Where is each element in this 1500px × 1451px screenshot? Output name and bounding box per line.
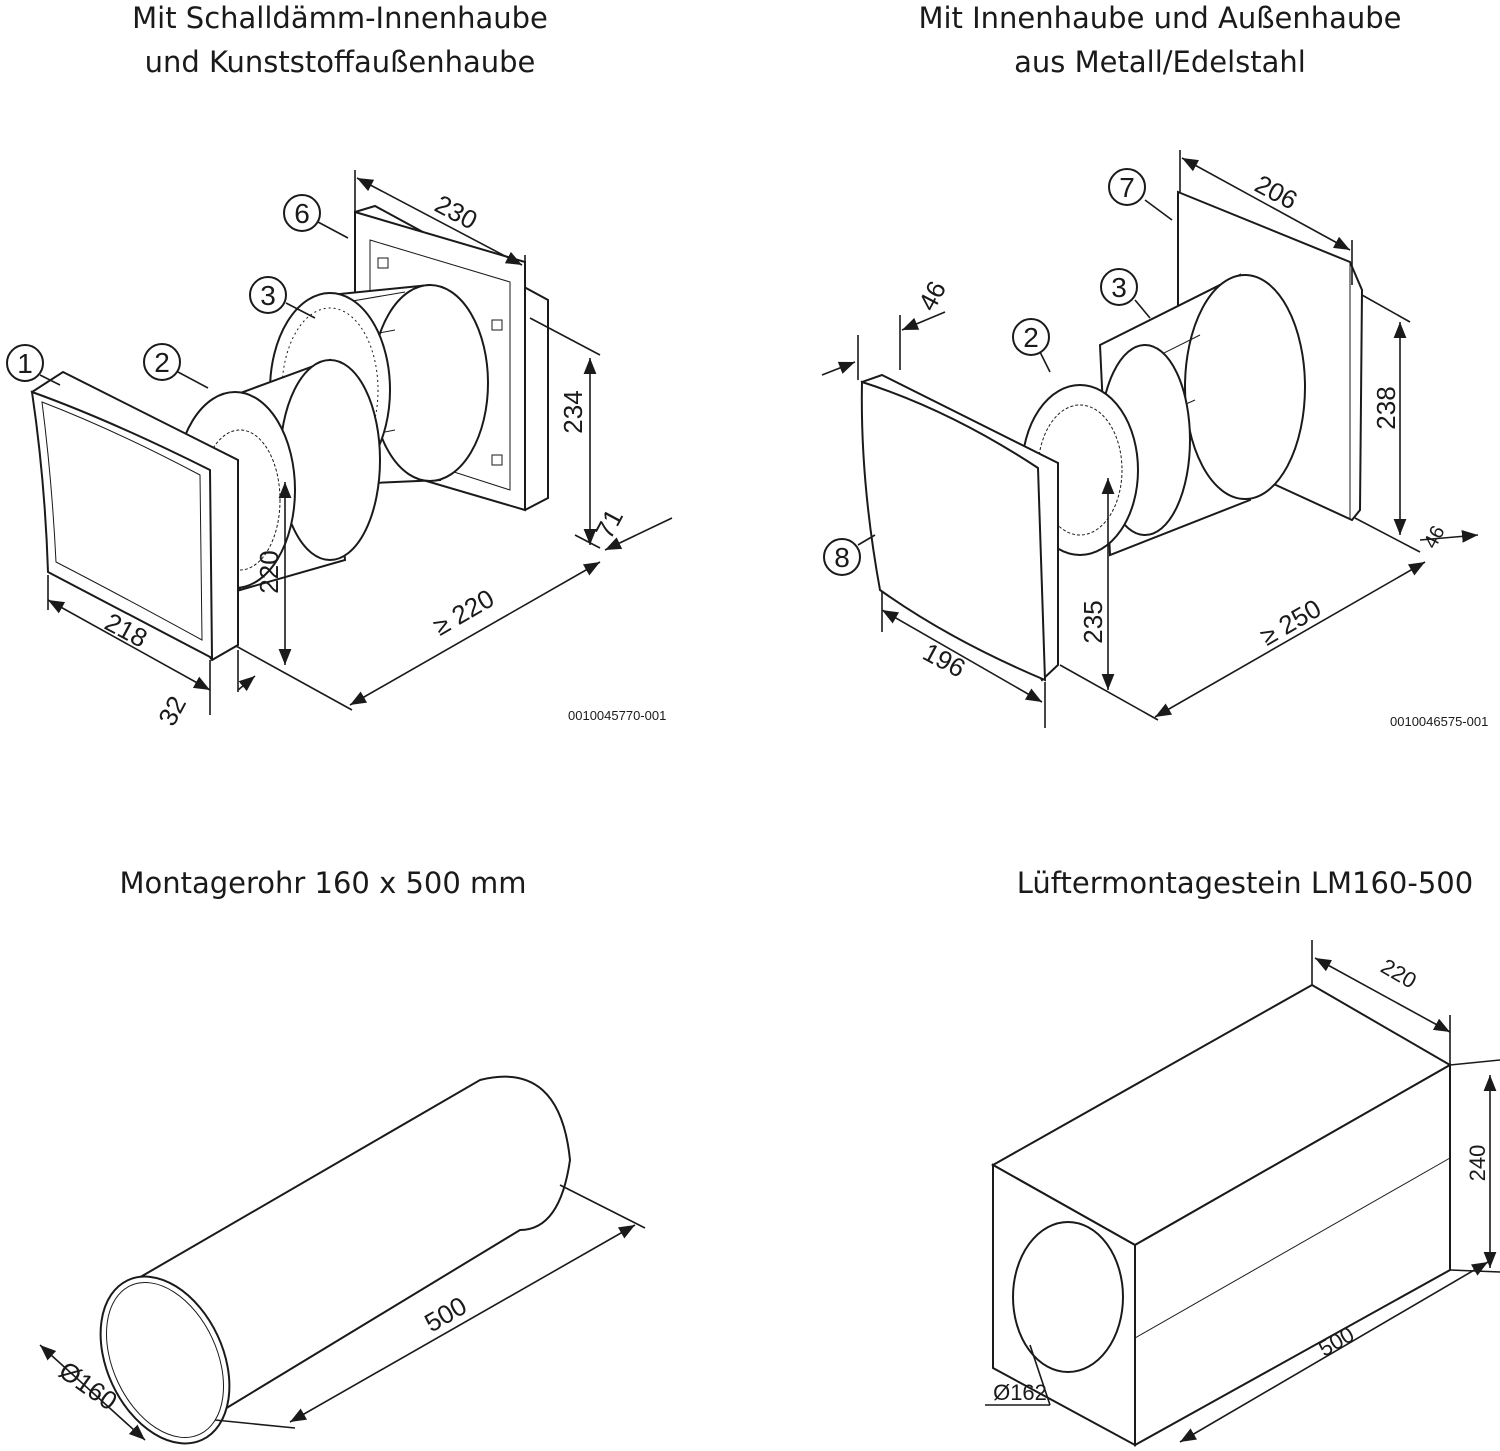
- dimension-label: 230: [430, 189, 482, 236]
- panel-title: Mit Innenhaube und Außenhaube: [918, 1, 1401, 35]
- inner-hood: [30, 370, 239, 662]
- svg-text:8: 8: [834, 542, 850, 573]
- drawing-code: 0010045770-001: [568, 708, 666, 723]
- dimension-label: 234: [558, 390, 588, 433]
- panel-title: Montagerohr 160 x 500 mm: [119, 866, 526, 900]
- drawing-code: 0010046575-001: [1390, 714, 1488, 729]
- svg-text:3: 3: [1111, 272, 1127, 303]
- callout-6: 6: [283, 194, 321, 232]
- dimension-label: 196: [918, 637, 970, 684]
- dimension-label: 240: [1465, 1145, 1490, 1182]
- dimension-label: Ø162: [993, 1380, 1047, 1405]
- panel-mounting-block: Lüftermontagestein LM160-500 220 240 500…: [985, 866, 1500, 1447]
- svg-text:2: 2: [1023, 322, 1039, 353]
- dimension-label: 220: [1377, 953, 1421, 993]
- panel-title: und Kunststoffaußenhaube: [145, 45, 536, 79]
- svg-text:7: 7: [1119, 172, 1135, 203]
- dimension-label: 71: [589, 504, 629, 544]
- svg-text:6: 6: [294, 198, 310, 229]
- svg-text:2: 2: [154, 347, 170, 378]
- dimension-label: 235: [1078, 600, 1108, 643]
- panel-title: Lüftermontagestein LM160-500: [1017, 866, 1473, 900]
- callout-1: 1: [6, 344, 44, 382]
- callout-3: 3: [249, 276, 287, 314]
- callout-3: 3: [1100, 268, 1138, 306]
- dimension-label: 238: [1371, 386, 1401, 429]
- dimension-label: 220: [254, 550, 284, 593]
- svg-text:1: 1: [17, 348, 33, 379]
- callout-2: 2: [1012, 318, 1050, 356]
- svg-text:3: 3: [260, 280, 276, 311]
- mounting-tube: [99, 1075, 572, 1445]
- panel-plastic-hood: Mit Schalldämm-Innenhaube und Kunststoff…: [6, 1, 673, 731]
- dimension-label: 206: [1250, 169, 1302, 216]
- dimension-label: 46: [1420, 522, 1450, 552]
- callout-8: 8: [823, 538, 861, 576]
- panel-title: Mit Schalldämm-Innenhaube: [132, 1, 548, 35]
- inner-hood: [860, 373, 1059, 682]
- panel-mounting-tube: Montagerohr 160 x 500 mm 500 Ø160: [39, 866, 646, 1445]
- dimension-label: 500: [419, 1290, 472, 1338]
- callout-7: 7: [1108, 168, 1146, 206]
- dimension-label: 32: [152, 691, 192, 731]
- dimension-label: ≥ 250: [1255, 593, 1326, 651]
- mounting-block: [990, 983, 1453, 1447]
- dimension-label: 46: [912, 276, 952, 316]
- dimension-label: ≥ 220: [428, 583, 499, 641]
- panel-metal-hood: Mit Innenhaube und Außenhaube aus Metall…: [821, 1, 1488, 729]
- panel-title: aus Metall/Edelstahl: [1014, 45, 1306, 79]
- callout-2: 2: [143, 343, 181, 381]
